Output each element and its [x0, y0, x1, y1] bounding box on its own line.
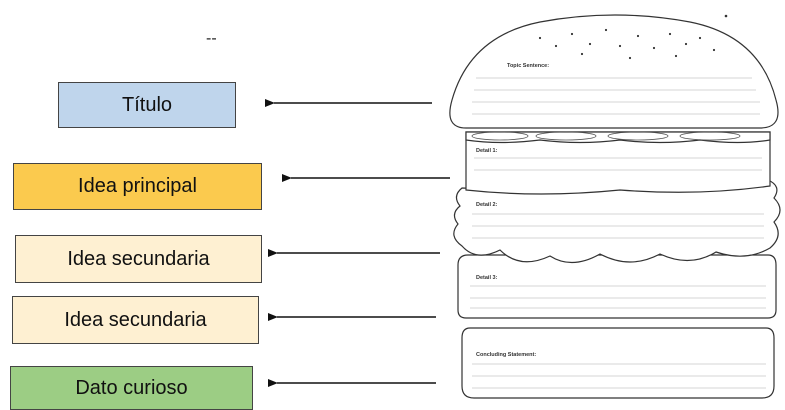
idea-secundaria-box-1: Idea secundaria	[15, 235, 262, 283]
detail-3-layer	[457, 254, 777, 319]
dato-curioso-box: Dato curioso	[10, 366, 253, 410]
tomato-row	[465, 131, 771, 144]
idea-principal-label: Idea principal	[78, 175, 197, 197]
writing-lines	[470, 77, 766, 389]
detail-1-label: Detail 1:	[476, 148, 498, 154]
detail-3-label: Detail 3:	[476, 275, 498, 281]
titulo-box: Título	[58, 82, 236, 128]
dato-curioso-label: Dato curioso	[75, 376, 188, 399]
top-bun	[449, 14, 779, 129]
dash-mark: --	[206, 30, 217, 47]
idea-secundaria-label-2: Idea secundaria	[64, 308, 207, 331]
detail-2-label: Detail 2:	[476, 202, 498, 208]
concluding-statement-label: Concluding Statement:	[476, 352, 536, 358]
topic-sentence-label: Topic Sentence:	[507, 63, 549, 69]
tomato-slices	[471, 131, 741, 141]
hamburger-illustration	[449, 14, 781, 399]
titulo-label: Título	[121, 93, 173, 116]
idea-secundaria-box-2: Idea secundaria	[12, 296, 259, 344]
bottom-bun	[461, 327, 775, 399]
detail-1-layer	[465, 131, 771, 195]
sesame-seeds	[538, 14, 728, 60]
idea-secundaria-label-1: Idea secundaria	[67, 247, 210, 270]
idea-principal-box: Idea principal	[13, 163, 262, 210]
